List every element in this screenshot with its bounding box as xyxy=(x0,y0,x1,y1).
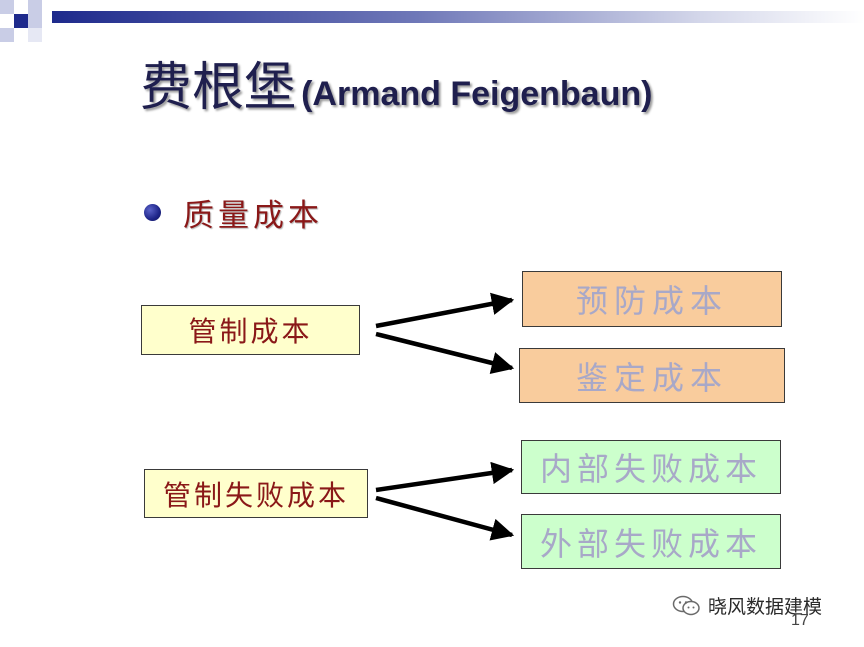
title-chinese: 费根堡 xyxy=(140,58,297,118)
node-control-failure-cost: 管制失败成本 xyxy=(144,469,368,518)
arrow-control-to-appraisal xyxy=(375,331,515,375)
arrow-failure-to-internal xyxy=(375,461,515,493)
slide-title: 费根堡 (Armand Feigenbaun) xyxy=(140,62,652,114)
node-control-cost: 管制成本 xyxy=(141,305,360,355)
node-prevention-cost: 预防成本 xyxy=(522,271,782,327)
node-appraisal-cost: 鉴定成本 xyxy=(519,348,785,403)
header-decoration xyxy=(0,0,864,42)
page-number: 17 xyxy=(791,612,809,629)
arrow-failure-to-external xyxy=(375,495,515,541)
watermark-text: 晓风数据建模 xyxy=(708,596,823,618)
bullet-dot-icon xyxy=(144,203,161,221)
bullet-text: 质量成本 xyxy=(183,197,323,234)
arrow-control-to-prevent xyxy=(375,292,515,329)
node-external-failure-cost: 外部失败成本 xyxy=(521,514,781,569)
title-english: (Armand Feigenbaun) xyxy=(301,75,653,113)
watermark: 晓风数据建模 xyxy=(672,592,822,619)
wechat-icon xyxy=(672,595,700,615)
bullet-point: 质量成本 xyxy=(144,192,323,234)
node-internal-failure-cost: 内部失败成本 xyxy=(521,440,781,494)
